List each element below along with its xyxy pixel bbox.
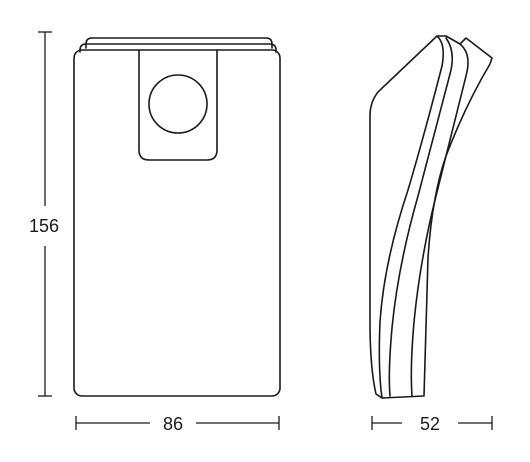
height-dimension: 156: [29, 31, 59, 397]
width-dimension: 86: [75, 414, 280, 434]
depth-label: 52: [420, 414, 440, 434]
sensor-lens: [148, 74, 208, 134]
width-label: 86: [163, 414, 183, 434]
side-inner-curve-1: [378, 35, 444, 399]
front-view: [73, 37, 281, 397]
depth-dimension: 52: [371, 414, 493, 434]
front-body: [73, 49, 281, 397]
sensor-housing: [138, 49, 218, 161]
front-back-plate-top: [85, 37, 273, 49]
side-inner-curve-2: [388, 37, 454, 397]
side-inner-curve-3: [410, 43, 469, 397]
side-outer-contour: [369, 35, 493, 399]
front-middle-plate-top: [79, 43, 277, 53]
side-view: [369, 35, 493, 399]
height-label: 156: [29, 216, 59, 236]
